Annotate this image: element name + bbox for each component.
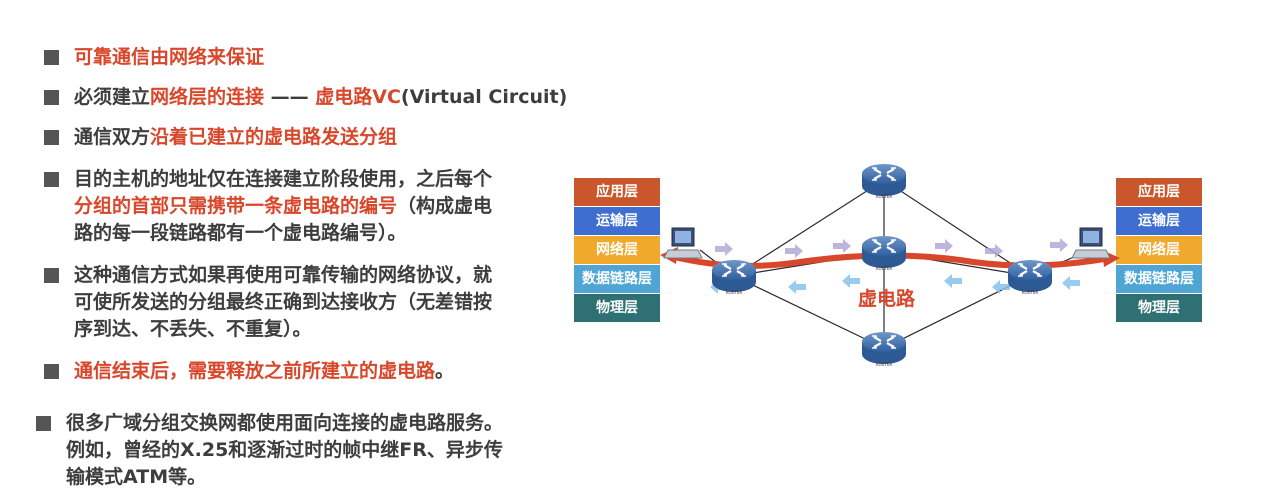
bullet-text: 很多广域分组交换网都使用面向连接的虚电路服务。 例如，曾经的X.25和逐渐过时的…	[66, 410, 503, 491]
router-label: ROUTER	[726, 290, 743, 295]
layer-application: 应用层	[1116, 178, 1202, 206]
text-line: 这种通信方式如果再使用可靠传输的网络协议，就	[74, 264, 493, 286]
text-line: 可使所发送的分组最终正确到达接收方（无差错按	[74, 291, 493, 313]
layer-application: 应用层	[574, 178, 660, 206]
bullet-square-icon	[44, 172, 59, 187]
router-label: ROUTER	[876, 362, 893, 367]
router-label: ROUTER	[1022, 290, 1039, 295]
router-label: ROUTER	[876, 266, 893, 271]
right-protocol-stack: 应用层 运输层 网络层 数据链路层 物理层	[1116, 178, 1202, 323]
text-line: 路的每一段链路都有一个虚电路编号）。	[74, 222, 407, 244]
router-top-icon	[860, 162, 908, 198]
bullet-text: 必须建立网络层的连接 —— 虚电路VC(Virtual Circuit)	[74, 86, 568, 108]
layer-network: 网络层	[574, 236, 660, 264]
bullet-text: 通信双方沿着已建立的虚电路发送分组	[74, 126, 398, 148]
text-line: 例如，曾经的X.25和逐渐过时的帧中继FR、异步传	[66, 439, 503, 461]
left-protocol-stack: 应用层 运输层 网络层 数据链路层 物理层	[574, 178, 660, 323]
router-left-icon	[710, 258, 758, 294]
layer-transport: 运输层	[1116, 207, 1202, 235]
virtual-circuit-label: 虚电路	[858, 288, 916, 310]
text-line: 分组的首部只需携带一条虚电路的编号（构成虚电	[74, 195, 493, 217]
bullet-text: 这种通信方式如果再使用可靠传输的网络协议，就 可使所发送的分组最终正确到达接收方…	[74, 262, 492, 343]
layer-physical: 物理层	[574, 294, 660, 322]
bullet-square-icon	[36, 416, 51, 431]
router-bottom-icon	[860, 330, 908, 366]
bullet-list: 可靠通信由网络来保证 必须建立网络层的连接 —— 虚电路VC(Virtual C…	[0, 0, 600, 500]
router-center-icon	[860, 234, 908, 270]
text-line: 输模式ATM等。	[66, 466, 207, 488]
layer-network: 网络层	[1116, 236, 1202, 264]
text-line: 很多广域分组交换网都使用面向连接的虚电路服务。	[66, 412, 504, 434]
router-right-icon	[1006, 258, 1054, 294]
bullet-text: 目的主机的地址仅在连接建立阶段使用，之后每个 分组的首部只需携带一条虚电路的编号…	[74, 166, 492, 247]
bullet-text: 通信结束后，需要释放之前所建立的虚电路。	[74, 360, 455, 382]
bullet-text: 可靠通信由网络来保证	[74, 46, 265, 68]
bullet-square-icon	[44, 364, 59, 379]
router-label: ROUTER	[876, 194, 893, 199]
bullet-square-icon	[44, 130, 59, 145]
text-line: 目的主机的地址仅在连接建立阶段使用，之后每个	[74, 168, 493, 190]
layer-datalink: 数据链路层	[1116, 265, 1202, 293]
bullet-square-icon	[44, 268, 59, 283]
bullet-square-icon	[44, 50, 59, 65]
bullet-square-icon	[44, 90, 59, 105]
host-left-icon	[663, 227, 703, 259]
text-line: 序到达、不丢失、不重复）。	[74, 318, 312, 340]
host-right-icon	[1071, 227, 1111, 259]
layer-transport: 运输层	[574, 207, 660, 235]
layer-physical: 物理层	[1116, 294, 1202, 322]
layer-datalink: 数据链路层	[574, 265, 660, 293]
